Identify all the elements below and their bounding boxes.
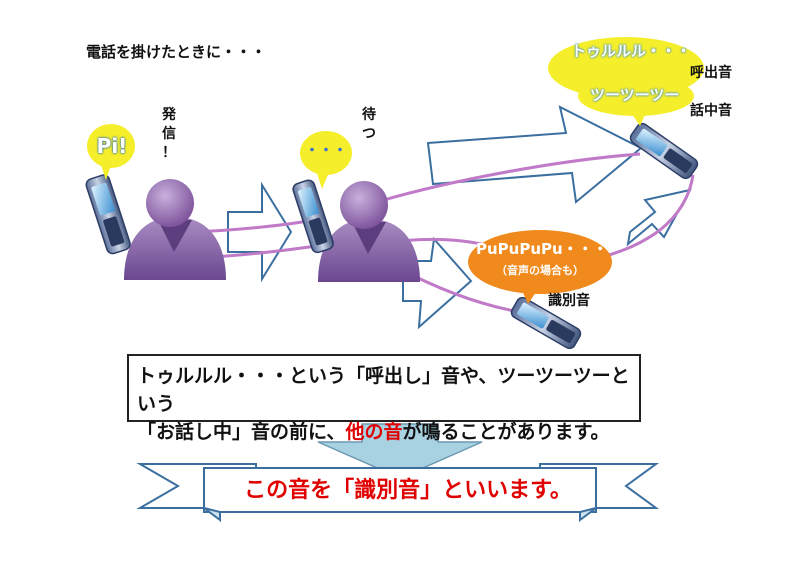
arrow-waiter-to-identify-phone	[402, 236, 473, 330]
caller-person-icon	[124, 179, 226, 280]
conclusion-text: この音を「識別音」といいます。	[244, 478, 572, 503]
identify-tone-label: 識別音	[548, 293, 590, 309]
explanation-line-1: トゥルルル・・・という「呼出し」音や、ツーツーツーという	[137, 365, 630, 415]
busy-tone-text: ツーツーツー	[590, 86, 680, 104]
caller-label-char-1: 発	[162, 107, 176, 123]
waiter-label: 待 つ	[360, 106, 378, 144]
identify-tone-note: （音声の場合も）	[496, 264, 584, 277]
caller-phone-icon	[85, 174, 131, 255]
caller-label: 発 信 ！	[160, 106, 178, 163]
arrow-identify-to-top-phone	[626, 188, 692, 247]
arrow-waiter-to-top-phone	[426, 105, 643, 204]
explanation-line-2: 「お話し中」音の前に、他の音が鳴ることがあります。	[137, 418, 631, 446]
down-arrow	[317, 423, 483, 479]
pi-bubble	[87, 124, 135, 180]
ringing-tone-text: トゥルルル・・・	[571, 42, 692, 60]
caller-label-char-2: 信	[162, 126, 176, 142]
waiting-bubble	[300, 131, 352, 189]
top-phone-icon	[629, 122, 699, 180]
busy-tone-label: 話中音	[690, 103, 732, 119]
waiter-person-icon	[318, 181, 420, 282]
waiter-label-char-1: 待	[362, 107, 376, 123]
waiting-bubble-text: ・・・	[305, 143, 347, 159]
explanation-highlight: 他の音	[345, 421, 403, 443]
explanation-box: トゥルルル・・・という「呼出し」音や、ツーツーツーという 「お話し中」音の前に、…	[127, 354, 641, 443]
ringing-tone-label: 呼出音	[690, 65, 732, 81]
waiter-phone-icon	[292, 179, 334, 254]
arrow-caller-to-waiter	[227, 181, 293, 283]
explanation-line-2-end: が鳴ることがあります。	[402, 421, 610, 443]
conclusion-ribbon	[136, 463, 660, 522]
identify-phone-icon	[510, 296, 582, 350]
caller-label-char-3: ！	[162, 145, 176, 161]
pi-bubble-text: Pi!	[96, 134, 128, 158]
ringing-bubble	[548, 37, 704, 126]
identify-tone-text: PuPuPuPu・・・	[476, 240, 608, 258]
waiter-label-char-2: つ	[362, 126, 376, 142]
explanation-line-2-start: 「お話し中」音の前に、	[137, 421, 346, 443]
identify-bubble	[468, 230, 612, 304]
page-title: 電話を掛けたときに・・・	[86, 43, 267, 61]
